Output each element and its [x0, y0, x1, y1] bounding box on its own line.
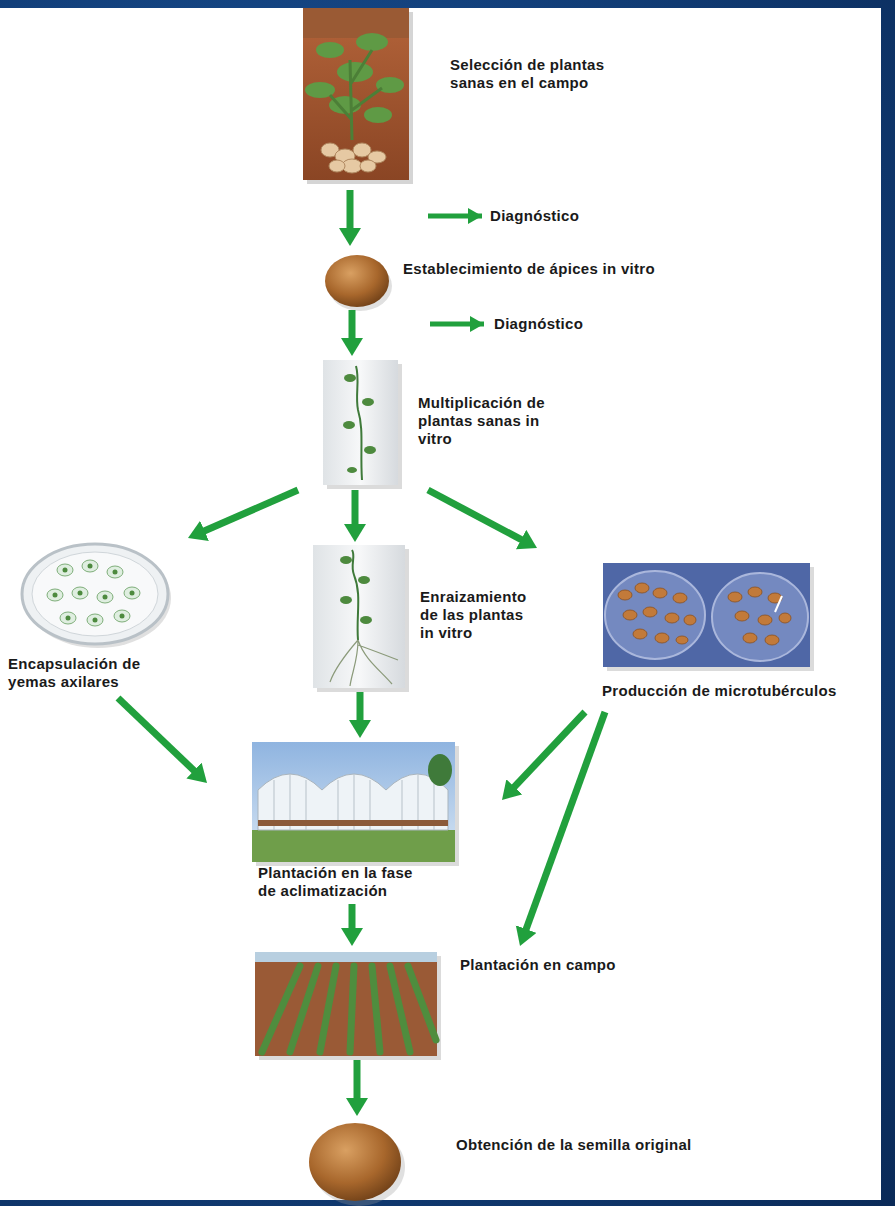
step-caption: Selección de plantas sanas en el campo — [450, 56, 630, 92]
step-caption: Multiplicación de plantas sanas in vitro — [418, 394, 548, 448]
flow-arrow — [347, 190, 354, 235]
flow-arrow — [198, 490, 298, 534]
process-step: Producción de microtubérculos — [530, 548, 888, 712]
flow-arrow — [352, 490, 359, 531]
step-caption: Establecimiento de ápices in vitro — [403, 260, 733, 278]
arrow-head — [352, 355, 353, 356]
process-step: Obtención de la semilla original — [305, 1116, 765, 1202]
process-step: Plantación en campo — [252, 946, 672, 1060]
process-step: Multiplicación de plantas sanas in vitro — [292, 356, 590, 490]
arrow-head — [352, 945, 353, 946]
arrow-head — [536, 547, 538, 548]
step-caption: Plantación en campo — [460, 956, 660, 974]
arrow-head — [502, 799, 504, 801]
arrow-head — [357, 1115, 358, 1116]
flow-arrow — [524, 712, 605, 936]
step-note: Diagnóstico — [490, 207, 579, 225]
arrow-head — [355, 541, 356, 542]
process-step: Enraizamiento de las plantas in vitro — [310, 542, 580, 692]
flow-arrow — [428, 490, 527, 543]
flow-arrow — [509, 712, 585, 792]
flow-arrow — [349, 904, 356, 935]
step-note: Diagnóstico — [494, 315, 583, 333]
step-caption: Plantación en la fase de aclimatización — [258, 864, 420, 900]
flow-arrow — [354, 1060, 361, 1105]
arrow-head — [360, 737, 361, 738]
flow-arrow — [349, 310, 356, 345]
flow-arrow — [357, 692, 364, 727]
step-caption: Encapsulación de yemas axilares — [8, 655, 188, 691]
arrow-head — [206, 782, 208, 784]
arrow-head — [188, 537, 190, 538]
process-step: Establecimiento de ápices in vitro — [322, 246, 742, 310]
step-caption: Producción de microtubérculos — [602, 682, 882, 700]
process-step: Encapsulación de yemas axilares — [6, 538, 196, 698]
arrow-head — [350, 245, 351, 246]
arrow-head — [520, 945, 521, 947]
step-caption: Obtención de la semilla original — [456, 1136, 756, 1154]
process-step: Selección de plantas sanas en el campo — [300, 6, 690, 190]
flow-arrow — [118, 698, 199, 776]
process-step: Plantación en la fase de aclimatización — [207, 738, 502, 904]
step-caption: Enraizamiento de las plantas in vitro — [420, 588, 536, 642]
